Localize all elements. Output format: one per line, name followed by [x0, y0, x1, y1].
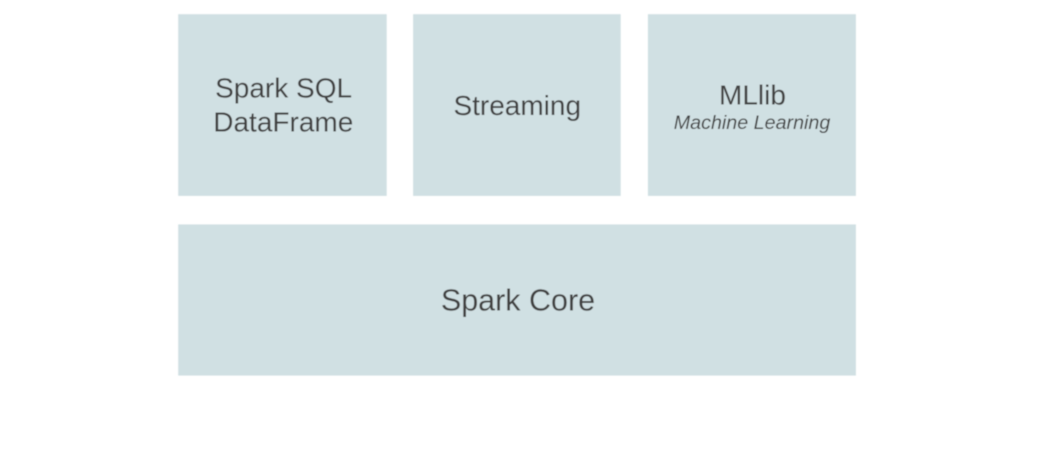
- svg-text:Machine Learning: Machine Learning: [674, 112, 831, 134]
- svg-text:Spark SQL: Spark SQL: [215, 73, 352, 104]
- svg-text:MLlib: MLlib: [719, 79, 786, 110]
- svg-text:Streaming: Streaming: [453, 90, 581, 121]
- svg-text:DataFrame: DataFrame: [213, 107, 353, 138]
- svg-text:Spark Core: Spark Core: [441, 283, 595, 317]
